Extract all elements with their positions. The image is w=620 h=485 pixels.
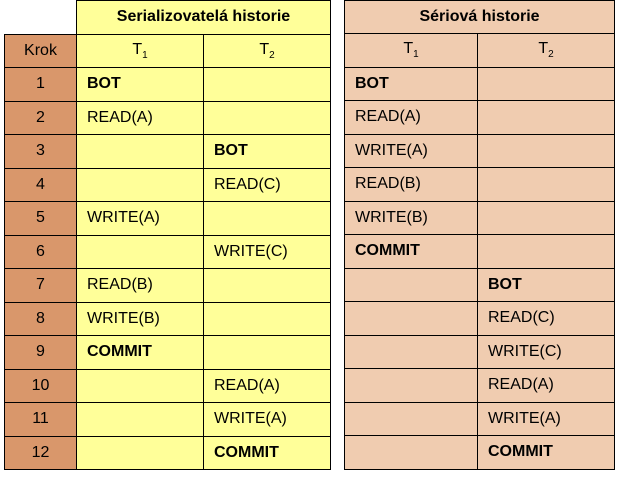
serializable-row: 3 BOT <box>4 134 331 169</box>
serial-t2-cell <box>476 66 616 101</box>
serializable-t1-cell: COMMIT <box>76 335 204 370</box>
serializable-t1-cell <box>76 167 204 202</box>
serial-t2-cell: READ(A) <box>476 368 616 403</box>
serial-col-t1: T1 <box>344 33 478 68</box>
serializable-t1-cell <box>76 234 204 269</box>
serial-row: READ(B) <box>344 167 616 202</box>
serializable-t2-cell: READ(A) <box>203 368 331 403</box>
serial-t2-cell <box>476 100 616 135</box>
serializable-t1-cell: WRITE(B) <box>76 301 204 336</box>
serial-t1-cell <box>344 301 478 336</box>
serial-t1-cell: WRITE(B) <box>344 200 478 235</box>
step-cell: 11 <box>4 402 77 437</box>
serializable-t2-cell <box>203 335 331 370</box>
serial-row: WRITE(A) <box>344 133 616 168</box>
serial-row: COMMIT <box>344 234 616 269</box>
serial-row: COMMIT <box>344 435 616 470</box>
serializable-row: 11 WRITE(A) <box>4 402 331 437</box>
serial-col-t2: T2 <box>476 33 616 68</box>
serializable-t2-cell: READ(C) <box>203 167 331 202</box>
serializable-t2-cell <box>203 201 331 236</box>
step-cell: 4 <box>4 167 77 202</box>
serializable-t1-cell <box>76 435 204 470</box>
serial-t2-cell <box>476 133 616 168</box>
serial-row: READ(C) <box>344 301 616 336</box>
step-header: Krok <box>4 33 77 68</box>
serial-t2-cell <box>476 234 616 269</box>
serial-t2-cell: WRITE(A) <box>476 401 616 436</box>
serializable-t1-cell: BOT <box>76 67 204 102</box>
serializable-title: Serializovatelá historie <box>76 0 331 35</box>
serializable-row: 4 READ(C) <box>4 167 331 202</box>
serial-t1-cell <box>344 267 478 302</box>
serial-t1-cell: WRITE(A) <box>344 133 478 168</box>
serializable-t1-cell <box>76 368 204 403</box>
serializable-row: 12 COMMIT <box>4 435 331 470</box>
serial-t1-cell <box>344 334 478 369</box>
serializable-t2-cell <box>203 268 331 303</box>
serializable-t1-cell <box>76 134 204 169</box>
serializable-t2-cell <box>203 67 331 102</box>
serial-row: WRITE(A) <box>344 401 616 436</box>
step-cell: 10 <box>4 368 77 403</box>
serializable-t2-cell <box>203 100 331 135</box>
serial-t1-cell <box>344 368 478 403</box>
serial-t2-cell: COMMIT <box>476 435 616 470</box>
serial-t1-cell: COMMIT <box>344 234 478 269</box>
serial-t2-cell: WRITE(C) <box>476 334 616 369</box>
serial-t2-cell <box>476 200 616 235</box>
serializable-t1-cell: WRITE(A) <box>76 201 204 236</box>
serial-t1-cell: READ(B) <box>344 167 478 202</box>
serial-t2-cell: READ(C) <box>476 301 616 336</box>
corner-empty <box>4 0 77 35</box>
serial-row: WRITE(B) <box>344 200 616 235</box>
serial-t1-cell: READ(A) <box>344 100 478 135</box>
serial-row: WRITE(C) <box>344 334 616 369</box>
serial-t2-cell: BOT <box>476 267 616 302</box>
serializable-t1-cell: READ(A) <box>76 100 204 135</box>
step-cell: 2 <box>4 100 77 135</box>
serial-t1-cell <box>344 435 478 470</box>
serializable-t2-cell <box>203 301 331 336</box>
step-cell: 5 <box>4 201 77 236</box>
serializable-t1-cell <box>76 402 204 437</box>
serial-row: BOT <box>344 267 616 302</box>
serial-row: READ(A) <box>344 368 616 403</box>
serializable-t2-cell: WRITE(C) <box>203 234 331 269</box>
serializable-t1-cell: READ(B) <box>76 268 204 303</box>
serial-row: READ(A) <box>344 100 616 135</box>
step-cell: 12 <box>4 435 77 470</box>
step-cell: 1 <box>4 67 77 102</box>
serial-t1-cell: BOT <box>344 66 478 101</box>
serializable-row: 6 WRITE(C) <box>4 234 331 269</box>
step-cell: 8 <box>4 301 77 336</box>
step-cell: 3 <box>4 134 77 169</box>
serializable-col-t2: T2 <box>203 33 331 68</box>
step-cell: 7 <box>4 268 77 303</box>
serializable-t2-cell: COMMIT <box>203 435 331 470</box>
serial-title: Sériová historie <box>343 0 616 34</box>
serializable-t2-cell: BOT <box>203 134 331 169</box>
serializable-t2-cell: WRITE(A) <box>203 402 331 437</box>
serial-row: BOT <box>344 66 616 101</box>
serializable-col-t1: T1 <box>76 33 204 68</box>
serial-t2-cell <box>476 167 616 202</box>
step-cell: 6 <box>4 234 77 269</box>
serial-t1-cell <box>344 401 478 436</box>
step-cell: 9 <box>4 335 77 370</box>
serializable-row: 10 READ(A) <box>4 368 331 403</box>
